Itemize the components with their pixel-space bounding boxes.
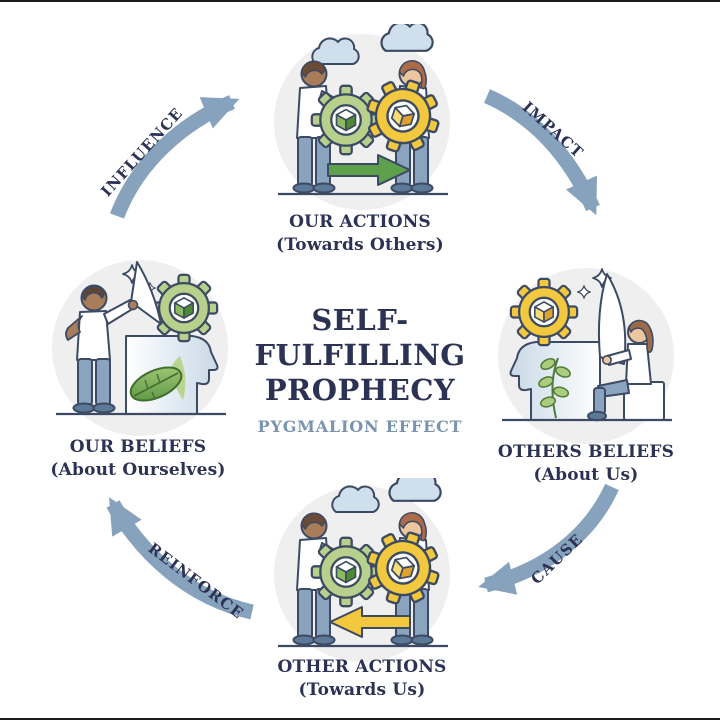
stage-right-title: OTHERS BELIEFS <box>497 442 675 462</box>
title-line-3: PROPHECY <box>264 373 456 407</box>
diagram-title: SELF- FULFILLING PROPHECY PYGMALION EFFE… <box>254 303 465 436</box>
stage-left-subtitle: (About Ourselves) <box>50 460 226 481</box>
stage-left-title: OUR BELIEFS <box>69 437 207 457</box>
cause-arrow-icon <box>478 483 619 595</box>
box <box>623 381 665 421</box>
gear-icon <box>310 84 382 156</box>
stage-top-title: OUR ACTIONS <box>289 212 431 232</box>
title-line-1: SELF- <box>311 303 409 337</box>
other-actions-illustration <box>274 478 450 662</box>
title-line-2: FULFILLING <box>254 338 466 372</box>
stage-bottom-subtitle: (Towards Us) <box>298 680 426 701</box>
stage-top-subtitle: (Towards Others) <box>276 235 444 256</box>
cloud-icon <box>388 478 442 502</box>
bottom-border <box>0 718 720 720</box>
stage-bottom-title: OTHER ACTIONS <box>277 657 447 677</box>
stage-bottom: OTHER ACTIONS (Towards Us) <box>277 656 446 703</box>
stage-right-subtitle: (About Us) <box>533 465 639 486</box>
influence-arrow-icon <box>109 95 240 219</box>
cloud-icon <box>311 37 360 65</box>
stage-left: OUR BELIEFS (About Ourselves) <box>50 436 225 483</box>
right-arrow-icon <box>327 154 411 186</box>
impact-arrow-icon <box>483 89 600 216</box>
cloud-icon <box>380 24 434 52</box>
head-profile-icon <box>509 341 601 421</box>
stage-top: OUR ACTIONS (Towards Others) <box>276 211 444 258</box>
title-subtitle: PYGMALION EFFECT <box>257 417 463 436</box>
top-border <box>0 0 720 2</box>
plant-icon <box>538 357 571 419</box>
left-arrow-icon <box>329 606 411 638</box>
gear-icon <box>509 277 579 347</box>
others-beliefs-illustration <box>498 268 674 444</box>
person-figure <box>65 284 139 414</box>
leaf-icon <box>129 366 183 402</box>
gear-icon <box>149 273 219 343</box>
our-beliefs-illustration <box>52 260 228 436</box>
reinforce-arrow-icon <box>106 497 254 620</box>
gear-icon <box>310 536 382 608</box>
stage-right: OTHERS BELIEFS (About Us) <box>498 441 674 488</box>
flag-icon <box>130 261 162 325</box>
our-actions-illustration <box>274 24 450 210</box>
